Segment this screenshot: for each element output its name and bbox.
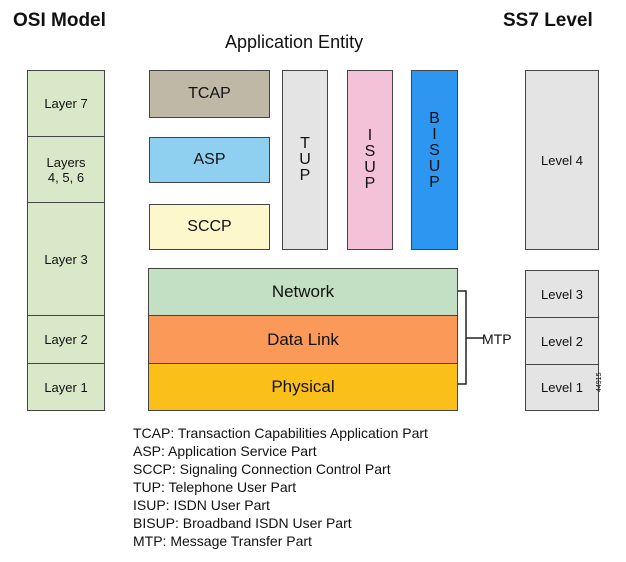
ss7-level-2-label: Level 2 bbox=[541, 333, 583, 349]
bisup-letter: S bbox=[429, 142, 440, 159]
ss7-level-1-label: Level 1 bbox=[541, 380, 583, 395]
ss7-level-3: Level 3 bbox=[525, 270, 599, 318]
osi-layer-7: Layer 7 bbox=[27, 70, 105, 137]
tup-letter: T bbox=[300, 135, 310, 152]
asp-label: ASP bbox=[193, 151, 226, 168]
bisup-letter: I bbox=[432, 126, 437, 143]
isup-letter: I bbox=[367, 127, 373, 144]
ss7-level-3-label: Level 3 bbox=[541, 286, 583, 302]
application-entity-title: Application Entity bbox=[225, 32, 364, 52]
ss7-level-4-label: Level 4 bbox=[541, 152, 583, 168]
osi-layer-2: Layer 2 bbox=[27, 315, 105, 364]
osi-layers-4-5-6: Layers 4, 5, 6 bbox=[27, 136, 105, 203]
network-label: Network bbox=[271, 282, 335, 301]
osi-layer-3-label: Layer 3 bbox=[44, 251, 88, 267]
data-link-label: Data Link bbox=[267, 329, 339, 349]
isup-box: I S U P bbox=[347, 70, 393, 250]
legend-item: ASP: Application Service Part bbox=[133, 443, 317, 459]
osi-model-title: OSI Model bbox=[13, 10, 106, 31]
ss7-level-1: Level 1 bbox=[525, 364, 599, 411]
osi-layers-456-line1: Layers bbox=[46, 154, 86, 170]
osi-layer-1: Layer 1 bbox=[27, 363, 105, 411]
isup-letter: U bbox=[364, 159, 376, 176]
legend-item: ISUP: ISDN User Part bbox=[133, 497, 270, 513]
osi-layer-7-label: Layer 7 bbox=[44, 96, 88, 111]
osi-layer-3: Layer 3 bbox=[27, 202, 105, 316]
legend: TCAP: Transaction Capabilities Applicati… bbox=[133, 424, 428, 550]
bisup-letter: B bbox=[429, 110, 440, 127]
network-layer-box: Network bbox=[148, 268, 458, 316]
mtp-bracket bbox=[458, 290, 484, 385]
osi-layers-456-line2: 4, 5, 6 bbox=[47, 169, 85, 185]
tup-letter: U bbox=[299, 151, 311, 168]
physical-label: Physical bbox=[271, 377, 335, 396]
ss7-level-2: Level 2 bbox=[525, 317, 599, 365]
bisup-letter: U bbox=[428, 158, 441, 175]
physical-layer-box: Physical bbox=[148, 363, 458, 411]
tup-box: T U P bbox=[282, 70, 328, 250]
sccp-box: SCCP bbox=[149, 204, 270, 250]
osi-layer-1-label: Layer 1 bbox=[44, 379, 88, 395]
sccp-label: SCCP bbox=[187, 218, 232, 235]
tup-letter: P bbox=[299, 167, 311, 184]
mtp-label: MTP bbox=[482, 331, 512, 347]
isup-letter: S bbox=[364, 143, 376, 160]
ss7-level-title: SS7 Level bbox=[503, 10, 593, 31]
bisup-box: B I S U P bbox=[411, 70, 458, 250]
isup-letter: P bbox=[364, 175, 376, 192]
tcap-box: TCAP bbox=[149, 70, 270, 118]
legend-item: BISUP: Broadband ISDN User Part bbox=[133, 515, 352, 531]
data-link-layer-box: Data Link bbox=[148, 315, 458, 364]
legend-item: TUP: Telephone User Part bbox=[133, 479, 297, 495]
osi-layer-2-label: Layer 2 bbox=[44, 332, 88, 347]
figure-id: 44915 bbox=[596, 372, 603, 392]
asp-box: ASP bbox=[149, 137, 270, 183]
ss7-level-4: Level 4 bbox=[525, 70, 599, 250]
legend-item: SCCP: Signaling Connection Control Part bbox=[133, 461, 391, 477]
legend-item: MTP: Message Transfer Part bbox=[133, 533, 312, 549]
legend-item: TCAP: Transaction Capabilities Applicati… bbox=[133, 425, 428, 441]
tcap-label: TCAP bbox=[188, 85, 231, 102]
bisup-letter: P bbox=[429, 174, 440, 191]
